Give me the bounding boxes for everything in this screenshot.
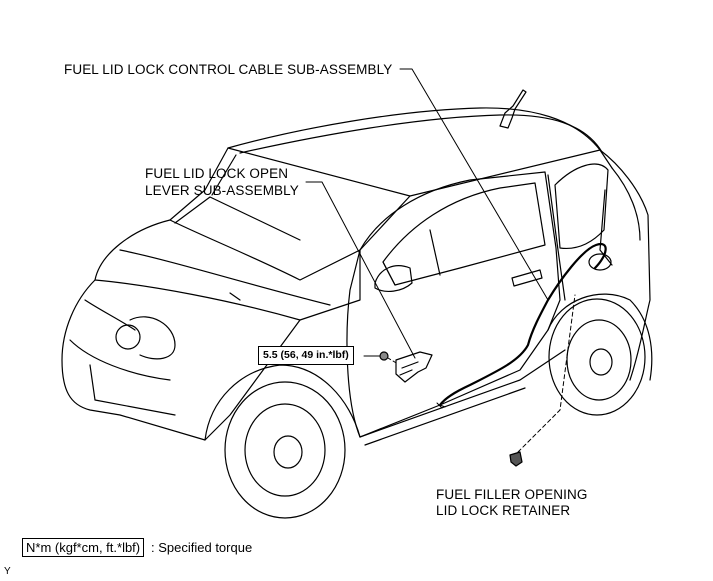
legend-torque-text: : Specified torque <box>151 540 253 555</box>
door-handle <box>511 269 543 287</box>
rear-wheel-arch <box>547 293 653 381</box>
rear-hatch <box>599 149 651 381</box>
rear-quarter-window <box>554 163 609 250</box>
fuel-lid <box>588 253 612 271</box>
label-retainer-line1: FUEL FILLER OPENING <box>436 487 588 502</box>
fuel-lid-lock-control-cable <box>438 242 607 407</box>
side-mirror <box>374 265 413 293</box>
door-window <box>382 182 546 286</box>
torque-value-box: 5.5 (56, 49 in.*lbf) <box>258 346 354 365</box>
label-open-lever-line1: FUEL LID LOCK OPEN <box>145 166 289 181</box>
front-bumper <box>61 279 301 441</box>
headlamp <box>115 324 141 350</box>
fuel-filler-opening-lid-lock-retainer <box>509 451 523 467</box>
bolt <box>379 351 389 361</box>
leader-lever <box>305 181 416 359</box>
corner-mark: Y <box>4 566 11 577</box>
label-open-lever-line2: LEVER SUB-ASSEMBLY <box>145 183 299 198</box>
fuel-lid-lock-open-lever <box>395 351 433 383</box>
label-control-cable: FUEL LID LOCK CONTROL CABLE SUB-ASSEMBLY <box>64 62 393 77</box>
leader-cable <box>399 68 549 301</box>
front-wheel <box>224 381 346 519</box>
legend-torque-unit: N*m (kgf*cm, ft.*lbf) <box>22 538 145 557</box>
rear-wheel <box>548 298 646 416</box>
door-outline <box>346 171 561 438</box>
phantom-line-retainer <box>517 294 576 453</box>
hood <box>94 219 361 321</box>
front-wheel-arch <box>204 364 361 441</box>
antenna <box>499 89 527 129</box>
phantom-line-bolt <box>387 357 399 365</box>
label-retainer-line2: LID LOCK RETAINER <box>436 503 571 518</box>
